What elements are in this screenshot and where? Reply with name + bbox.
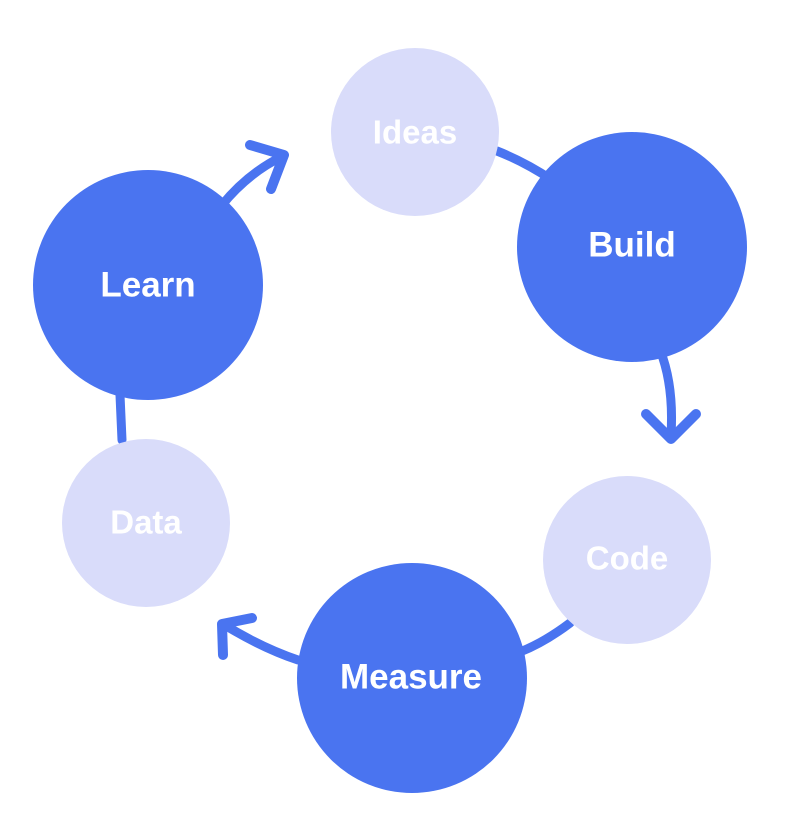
node-learn-label: Learn bbox=[100, 266, 195, 305]
arrowhead-to-code bbox=[641, 409, 701, 444]
arrowhead-to-ideas bbox=[245, 140, 289, 194]
node-measure-circle bbox=[297, 563, 527, 793]
node-ideas-label: Ideas bbox=[373, 114, 457, 151]
node-build: Build bbox=[517, 132, 747, 362]
node-learn-circle bbox=[33, 170, 263, 400]
node-build-circle bbox=[517, 132, 747, 362]
arrowhead-to-data bbox=[217, 613, 257, 660]
node-data-circle bbox=[62, 439, 230, 607]
node-code-label: Code bbox=[586, 540, 669, 577]
node-build-label: Build bbox=[588, 226, 675, 265]
connector-learn-ideas bbox=[217, 151, 288, 210]
node-data: Data bbox=[62, 439, 230, 607]
connector-data-learn bbox=[115, 390, 127, 445]
node-code-circle bbox=[543, 476, 711, 644]
node-ideas: Ideas bbox=[331, 48, 499, 216]
node-code: Code bbox=[543, 476, 711, 644]
node-learn: Learn bbox=[33, 170, 263, 400]
node-measure: Measure bbox=[297, 563, 527, 793]
node-data-label: Data bbox=[110, 504, 182, 541]
connector-code-measure bbox=[515, 618, 575, 657]
node-measure-label: Measure bbox=[340, 658, 482, 697]
connector-measure-data bbox=[218, 619, 303, 665]
connector-build-code bbox=[655, 345, 677, 440]
node-ideas-circle bbox=[331, 48, 499, 216]
